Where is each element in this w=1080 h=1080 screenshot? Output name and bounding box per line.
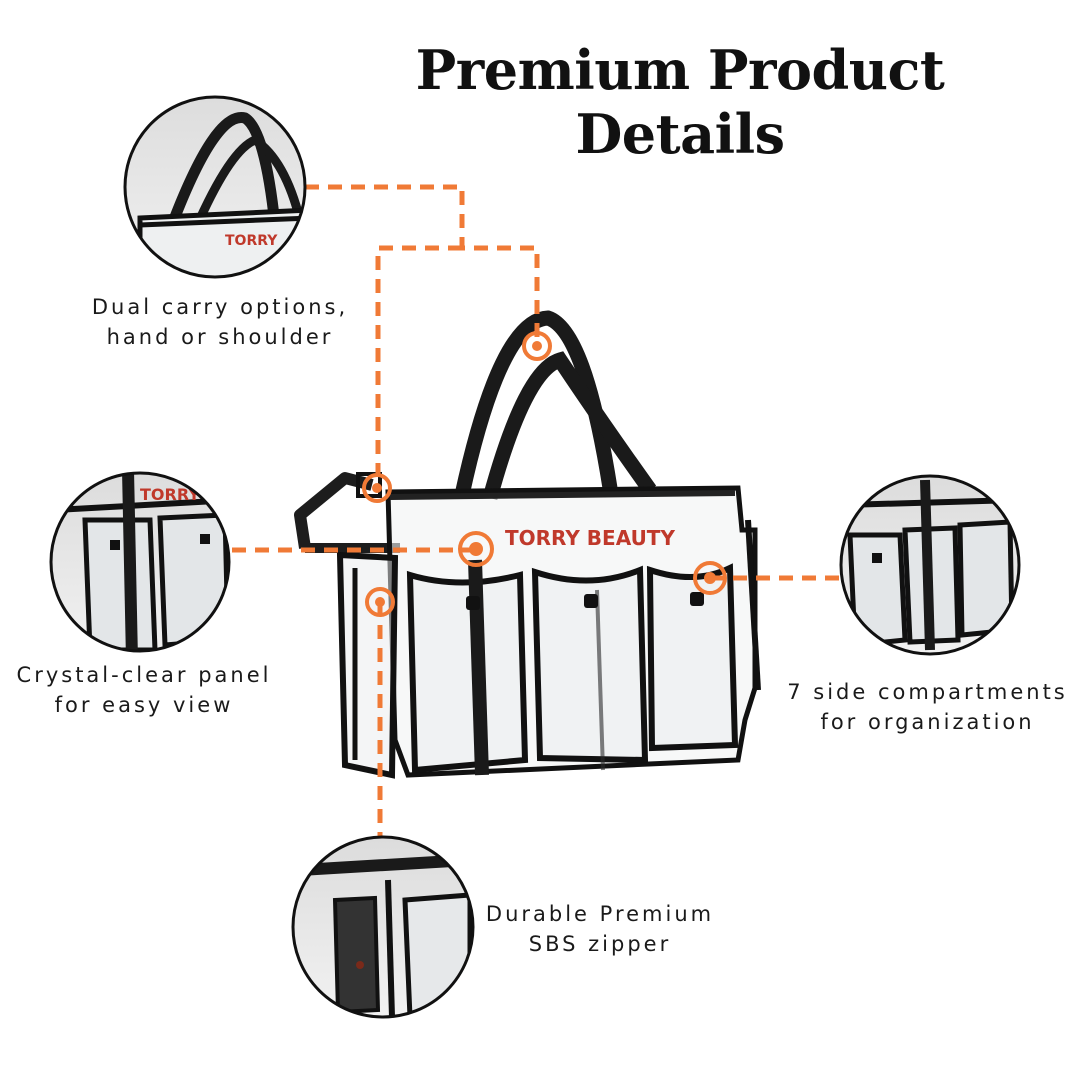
feature-caption-compartments-line2: for organization <box>820 710 1035 734</box>
callout-lines <box>232 184 840 837</box>
handles-closeup-photo: TORRY <box>125 97 305 277</box>
clear-panel-closeup-photo: TORRY <box>51 473 229 651</box>
feature-caption-zipper-line2: SBS zipper <box>528 932 672 956</box>
side-pockets-closeup-photo <box>841 476 1019 654</box>
marker-compartments <box>693 561 727 595</box>
feature-caption-carry-line1: Dual carry options, <box>91 295 349 319</box>
bag-photo: TORRY BEAUTY <box>294 310 761 779</box>
feature-caption-carry-line2: hand or shoulder <box>106 325 334 349</box>
svg-text:TORRY: TORRY <box>225 233 278 249</box>
feature-caption-clear-line1: Crystal-clear panel <box>16 663 272 687</box>
feature-caption-clear: Crystal-clear panel for easy view <box>0 660 288 720</box>
page-title: Premium Product Details <box>415 38 945 166</box>
feature-caption-compartments-line1: 7 side compartments <box>787 680 1068 704</box>
feature-caption-zipper: Durable Premium SBS zipper <box>470 899 730 959</box>
svg-text:TORRY: TORRY <box>140 485 200 504</box>
marker-clear-panel <box>458 531 494 567</box>
marker-zipper <box>365 587 395 617</box>
callout-markers <box>362 331 727 617</box>
brand-print: TORRY BEAUTY <box>505 526 675 550</box>
feature-caption-zipper-line1: Durable Premium <box>485 902 715 926</box>
clear-panel-closeup-frame <box>49 471 231 653</box>
feature-caption-compartments: 7 side compartments for organization <box>775 677 1080 737</box>
marker-strap <box>362 473 392 503</box>
zipper-closeup-frame <box>291 835 475 1019</box>
feature-caption-carry: Dual carry options, hand or shoulder <box>60 292 380 352</box>
feature-caption-clear-line2: for easy view <box>54 693 234 717</box>
side-pockets-closeup-frame <box>839 474 1021 656</box>
marker-handles <box>522 331 552 361</box>
handles-closeup-frame <box>123 95 307 279</box>
